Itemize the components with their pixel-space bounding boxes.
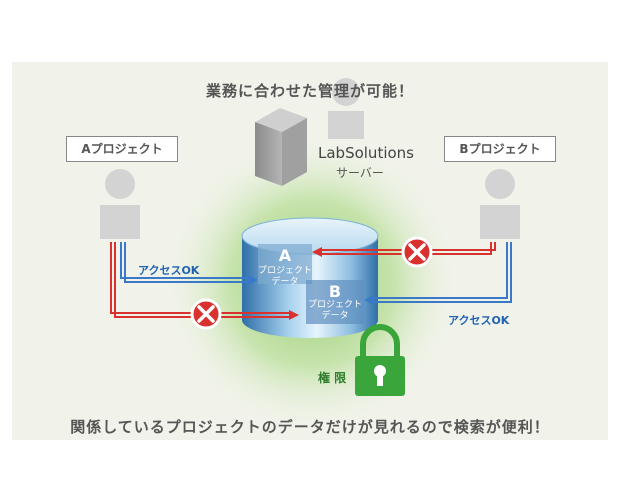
data-a-letter: A <box>278 246 292 265</box>
data-a-caption-line2: データ <box>271 277 299 287</box>
access-ok-b-label: アクセスOK <box>448 314 510 327</box>
headline: 業務に合わせた管理が可能！ <box>205 82 414 100</box>
deny-icon-a <box>190 298 222 330</box>
person-icon-a <box>100 169 140 239</box>
access-line-a-deny <box>110 242 299 320</box>
access-line-b-deny <box>312 242 496 257</box>
lock-icon <box>355 324 405 396</box>
project-a-label: Aプロジェクト <box>66 136 178 162</box>
data-a-caption: プロジェクト データ <box>258 266 312 288</box>
data-b-caption-line2: データ <box>321 311 349 321</box>
deny-icon-b <box>401 236 433 268</box>
server-icon <box>255 108 307 186</box>
access-line-a-allow <box>120 242 258 285</box>
footer-caption: 関係しているプロジェクトのデータだけが見れるので検索が便利！ <box>70 418 550 436</box>
person-icon-server <box>328 78 364 139</box>
server-subtitle: サーバー <box>336 166 384 180</box>
data-b-caption-line1: プロジェクト <box>307 300 362 310</box>
data-a-caption-line1: プロジェクト <box>258 266 313 276</box>
server-name: LabSolutions <box>318 144 414 162</box>
data-b-caption: プロジェクト データ <box>306 300 364 322</box>
data-b-letter: B <box>328 282 342 301</box>
access-line-b-allow <box>364 242 512 305</box>
permission-label: 権 限 <box>318 371 347 385</box>
access-ok-a-label: アクセスOK <box>138 264 200 277</box>
project-b-label: Bプロジェクト <box>444 136 556 162</box>
person-icon-b <box>480 169 520 239</box>
